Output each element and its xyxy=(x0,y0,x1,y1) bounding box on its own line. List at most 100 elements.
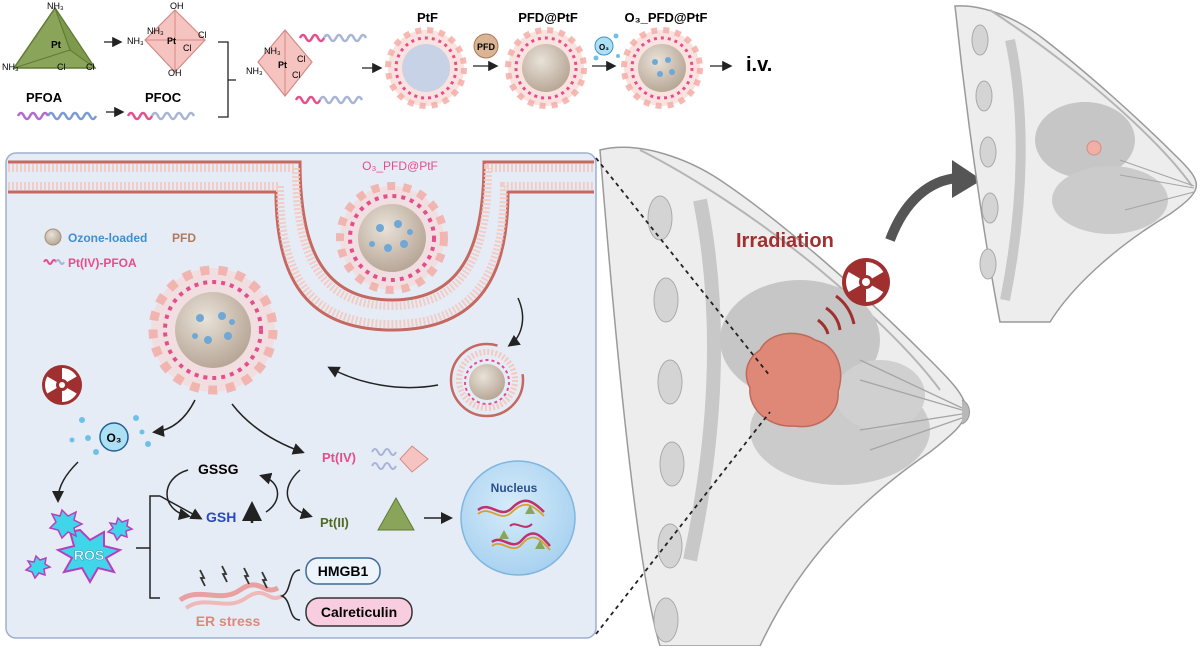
pt4-label: Pt(IV) xyxy=(322,450,356,465)
pfd-at-ptf-nanoparticle xyxy=(505,27,587,109)
ozone-dot xyxy=(69,437,75,443)
ligand-cl-b: Cl xyxy=(86,62,95,72)
ozone-dot xyxy=(613,33,619,39)
ligand-cl-b-iv: Cl xyxy=(183,43,192,53)
ozone-dot xyxy=(593,55,599,61)
o3-bubble-label: O₃ xyxy=(599,43,609,52)
combine-bracket xyxy=(218,41,236,118)
ligand-cl-a: Cl xyxy=(57,62,66,72)
ligand-oh-top: OH xyxy=(170,1,184,11)
synthesis-row: NH₃ Pt NH₃ Cl Cl OH NH₃ NH₃ Pt Cl Cl OH … xyxy=(2,1,772,121)
zoom-line-bottom xyxy=(595,411,771,635)
o3-molecule xyxy=(99,422,129,452)
radiation-icon xyxy=(42,365,82,405)
legend-pt-pfoa-swatch-tail xyxy=(55,259,65,265)
ligand-oh-bottom: OH xyxy=(168,68,182,78)
pfoc-label: PFOC xyxy=(145,90,182,105)
irradiation-icon xyxy=(842,258,890,306)
arrow-pt4-to-pt2 xyxy=(286,469,313,520)
ozone-dot xyxy=(139,429,145,435)
membrane-lipid-a xyxy=(8,164,594,311)
pt2-label: Pt(II) xyxy=(320,515,349,530)
legend-pt-pfoa-swatch xyxy=(43,259,57,265)
o3-molecule-label: O₃ xyxy=(107,431,122,445)
nucleus-label: Nucleus xyxy=(491,481,538,495)
arrow-gsh-to-gssg xyxy=(259,472,279,513)
er-stress-icon xyxy=(178,565,283,610)
legend-ozone-loaded: Ozone-loaded xyxy=(68,231,147,245)
ptf-label: PtF xyxy=(417,10,438,25)
conj-pt: Pt xyxy=(278,60,287,70)
arrow-ozone-to-ros xyxy=(52,461,79,503)
tumor xyxy=(745,332,842,428)
progression-arrow-shaft xyxy=(885,173,959,242)
hmgb1-badge xyxy=(305,557,381,585)
legend-pt-pfoa: Pt(IV)-PFOA xyxy=(68,256,137,270)
conj-nh3-a: NH₃ xyxy=(264,46,281,56)
er-stress-label: ER stress xyxy=(196,613,261,629)
ligand-pt-iv: Pt xyxy=(167,36,176,46)
nucleus xyxy=(460,460,576,576)
internalizing-nanoparticle xyxy=(336,182,448,294)
progression-arrow-head xyxy=(952,160,982,198)
ligand-cl-a-iv: Cl xyxy=(198,30,207,40)
ozone-dot xyxy=(616,54,620,58)
ligand-pt: Pt xyxy=(51,40,62,51)
ros-burst xyxy=(24,508,134,585)
endosome xyxy=(449,342,525,418)
ptf-nanoparticle xyxy=(385,27,467,109)
o3-pfd-at-ptf-label: O₃_PFD@PtF xyxy=(625,10,708,25)
arrow-pt4-release xyxy=(231,403,305,455)
ozone-dot xyxy=(133,415,139,421)
cisplatin-structure: NH₃ Pt NH₃ Cl Cl xyxy=(2,1,97,72)
breast-anatomy-small xyxy=(954,5,1198,323)
pfd-at-ptf-label: PFD@PtF xyxy=(518,10,578,25)
pt4-structure: OH NH₃ NH₃ Pt Cl Cl OH xyxy=(127,1,207,78)
conj-nh3-b: NH₃ xyxy=(246,66,263,76)
pt4-chain-b xyxy=(371,462,397,470)
membrane-lipid-b xyxy=(8,182,594,329)
pfoc-chain-tail xyxy=(150,111,196,121)
pfd-bubble-label: PFD xyxy=(477,42,496,52)
arrow-ros-to-gsh xyxy=(159,495,203,520)
o3-pfd-at-ptf-nanoparticle xyxy=(621,27,703,109)
ligand-nh3-b: NH₃ xyxy=(147,26,164,36)
pfoa-chain-head xyxy=(16,111,50,121)
arrow-endosome-escape xyxy=(327,366,439,389)
conj-cl-a: Cl xyxy=(297,54,306,64)
arrow-ozone-release xyxy=(152,399,196,437)
ozone-dot xyxy=(85,435,91,441)
mechanism-panel: O₃_PFD@PtF Ozone-loaded PFD Pt(IV)-PFOA xyxy=(5,152,597,639)
irradiation-label: Irradiation xyxy=(736,230,834,252)
pfd-bubble xyxy=(473,33,499,59)
membrane-inner xyxy=(8,190,594,332)
residual-tumor xyxy=(1086,140,1102,156)
breast-anatomy-large xyxy=(599,146,970,647)
gsh-label: GSH xyxy=(206,509,236,525)
zoom-line-top xyxy=(595,157,771,377)
pt-pfoa-conjugate: NH₃ NH₃ Pt Cl Cl xyxy=(246,29,368,105)
legend-pfd: PFD xyxy=(172,231,196,245)
ros-label: ROS xyxy=(74,547,104,563)
calreticulin-label: Calreticulin xyxy=(321,604,397,620)
ozone-dot xyxy=(79,417,85,423)
iv-label: i.v. xyxy=(746,54,772,76)
ozone-dot xyxy=(93,449,99,455)
ros-branch-bracket xyxy=(136,495,160,599)
pfoa-chain-tail xyxy=(46,111,98,121)
pt2-pyramid xyxy=(377,496,415,531)
arrow-endocytosis xyxy=(507,297,524,347)
hmgb1-label: HMGB1 xyxy=(318,563,369,579)
gssg-label: GSSG xyxy=(198,461,239,477)
o3-bubble xyxy=(594,36,614,56)
conj-cl-b: Cl xyxy=(292,70,301,80)
ligand-nh3-top: NH₃ xyxy=(47,1,64,11)
pt4-octahedron xyxy=(399,445,429,473)
arrow-gssg-to-gsh xyxy=(166,469,191,520)
pfoc-chain-head xyxy=(126,111,154,121)
pfoa-label: PFOA xyxy=(26,90,63,105)
pt4-chain-a xyxy=(371,448,397,456)
membrane-outer xyxy=(8,160,594,302)
